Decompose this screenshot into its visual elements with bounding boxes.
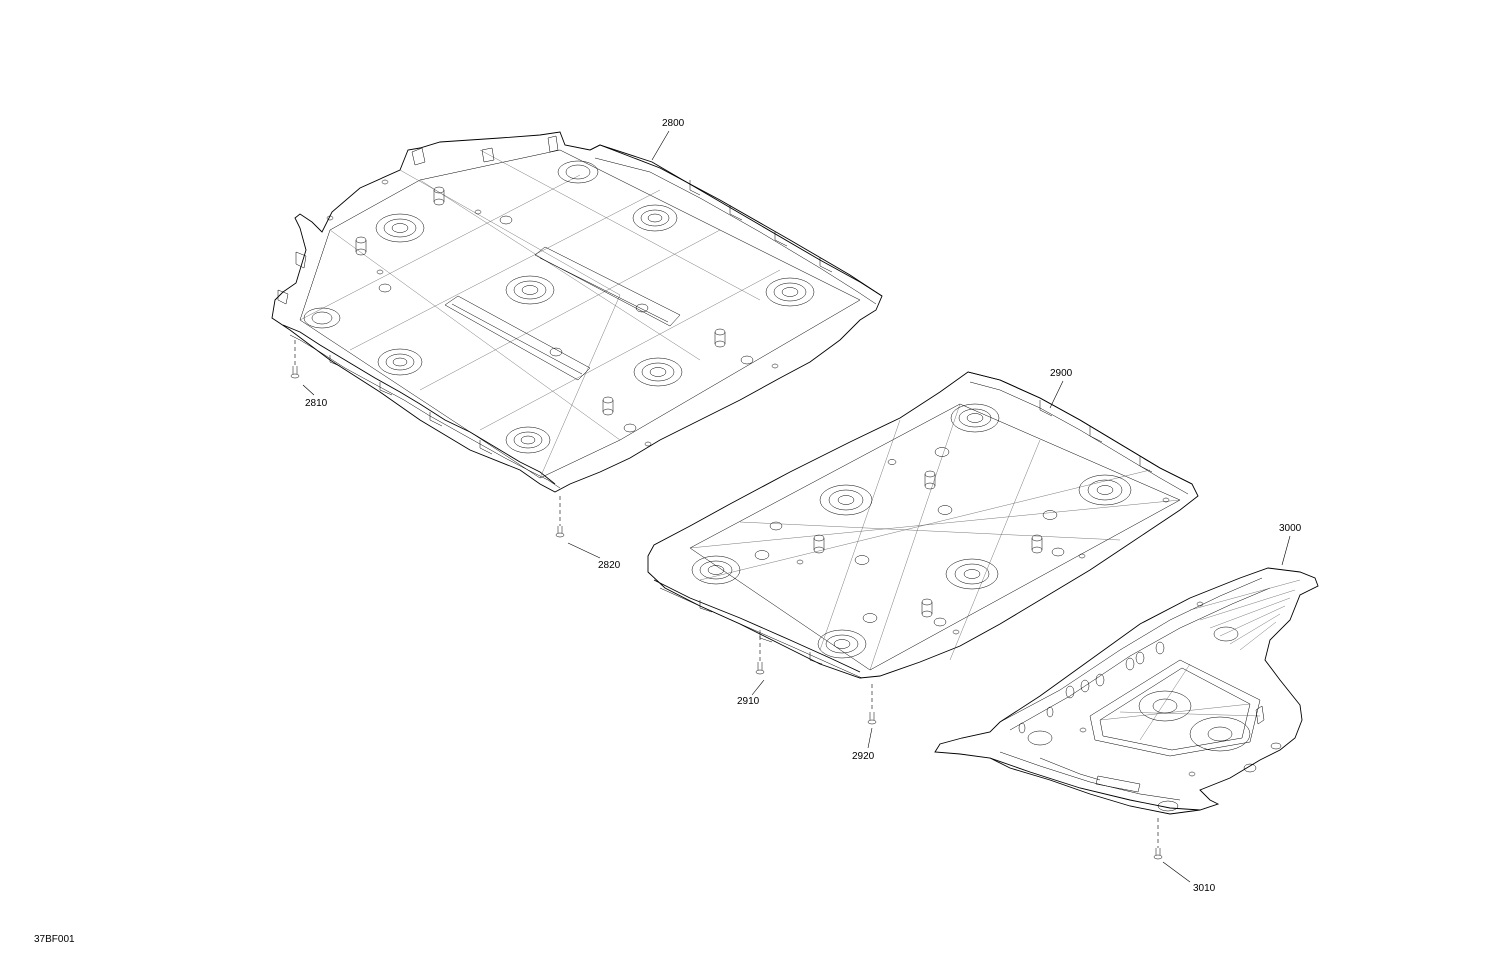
skid-plate-2900[interactable] bbox=[647, 371, 1199, 679]
skid-plate-2800[interactable] bbox=[271, 131, 883, 493]
callout-3010: 3010 bbox=[1193, 883, 1216, 894]
fastener-2910[interactable] bbox=[755, 636, 765, 675]
fastener-3010[interactable] bbox=[1153, 818, 1163, 860]
leader-lines bbox=[302, 130, 1291, 883]
callout-2910: 2910 bbox=[737, 696, 760, 707]
callout-2820: 2820 bbox=[598, 560, 621, 571]
callout-2900: 2900 bbox=[1050, 368, 1073, 379]
skid-plate-3000[interactable] bbox=[934, 567, 1319, 815]
fastener-2920[interactable] bbox=[867, 684, 877, 725]
callout-2810: 2810 bbox=[305, 398, 328, 409]
fastener-2810[interactable] bbox=[290, 340, 300, 379]
callout-2800: 2800 bbox=[662, 118, 685, 129]
drawing-id: 37BF001 bbox=[34, 934, 75, 945]
fastener-2820[interactable] bbox=[555, 496, 565, 538]
callout-2920: 2920 bbox=[852, 751, 875, 762]
callout-3000: 3000 bbox=[1279, 523, 1302, 534]
